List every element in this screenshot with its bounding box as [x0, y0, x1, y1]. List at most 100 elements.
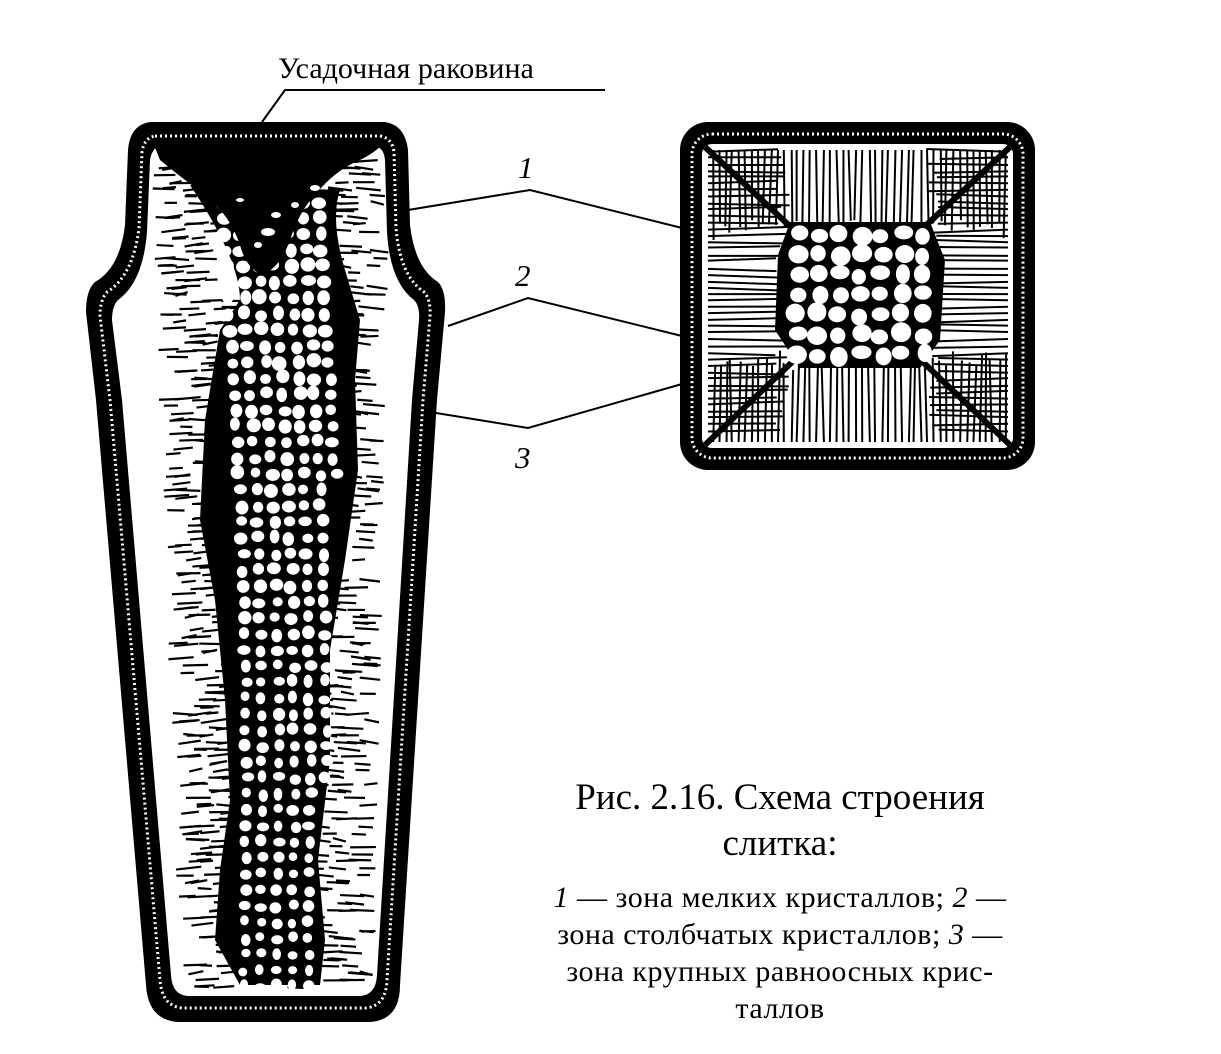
columnar-crystal [213, 306, 236, 311]
equiaxed-crystal [236, 260, 251, 274]
equiaxed-crystal [269, 578, 284, 591]
equiaxed-crystal [241, 852, 252, 865]
shrinkage-cavity-bubbles [236, 185, 320, 248]
columnar-crystal [162, 326, 187, 330]
columnar-crystal [724, 149, 728, 227]
equiaxed-crystal [241, 677, 253, 688]
equiaxed-crystal [284, 258, 300, 274]
columnar-crystal [881, 357, 886, 443]
columnar-crystal [874, 149, 877, 229]
columnar-crystal [932, 422, 1009, 427]
columnar-crystal [187, 754, 202, 758]
equiaxed-crystal [255, 275, 267, 287]
equiaxed-crystal [788, 245, 809, 264]
equiaxed-crystal [284, 547, 297, 559]
equiaxed-crystal [216, 227, 232, 243]
equiaxed-crystal [243, 370, 256, 385]
equiaxed-crystal [315, 258, 330, 272]
equiaxed-crystal [282, 482, 296, 496]
columnar-crystal [928, 345, 1009, 349]
equiaxed-crystal [235, 500, 249, 515]
columnar-crystal [179, 438, 204, 442]
columnar-crystal [168, 656, 194, 661]
equiaxed-crystal [271, 918, 283, 930]
equiaxed-crystal [236, 565, 248, 579]
equiaxed-crystal [807, 326, 828, 345]
equiaxed-crystal [220, 275, 233, 288]
columnar-crystal [359, 970, 373, 977]
columnar-crystal [356, 410, 380, 416]
equiaxed-crystal [875, 347, 892, 366]
equiaxed-crystal [255, 867, 267, 878]
equiaxed-crystal [319, 610, 333, 624]
columnar-crystal [178, 718, 200, 723]
columnar-crystal [707, 267, 777, 273]
columnar-crystal [352, 615, 368, 619]
columnar-crystal [169, 466, 183, 470]
equiaxed-crystal [269, 291, 282, 304]
columnar-crystal [335, 181, 349, 185]
equiaxed-crystal [273, 787, 283, 801]
equiaxed-crystal [790, 266, 810, 283]
equiaxed-crystal [301, 644, 314, 658]
columnar-crystal [828, 365, 833, 443]
equiaxed-crystal [240, 979, 249, 990]
equiaxed-crystal [274, 723, 286, 736]
equiaxed-crystal [222, 308, 234, 322]
equiaxed-crystal [874, 246, 893, 263]
columnar-crystal [165, 474, 191, 478]
equiaxed-crystal [303, 867, 315, 877]
columnar-crystal [923, 362, 929, 443]
columnar-crystal [930, 384, 1009, 389]
columnar-crystal [707, 193, 790, 198]
columnar-crystal [191, 921, 214, 927]
columnar-crystal [357, 398, 373, 402]
equiaxed-crystal [320, 673, 330, 687]
columnar-crystal [158, 347, 179, 352]
equiaxed-crystal [852, 324, 872, 343]
equiaxed-crystal [250, 467, 261, 478]
equiaxed-crystal [297, 466, 311, 479]
equiaxed-crystal [316, 226, 327, 241]
equiaxed-crystal [240, 659, 251, 673]
equiaxed-crystal [240, 340, 254, 351]
equiaxed-crystal [830, 265, 850, 280]
equiaxed-crystal [285, 243, 297, 258]
equiaxed-crystal [246, 418, 261, 433]
columnar-crystal [808, 149, 811, 230]
equiaxed-crystal [287, 293, 300, 305]
equiaxed-crystal [316, 513, 330, 527]
equiaxed-crystal [252, 501, 264, 513]
equiaxed-crystal [257, 851, 269, 862]
columnar-crystal [179, 307, 200, 311]
columnar-crystal [161, 227, 186, 234]
columnar-crystal [184, 242, 203, 248]
equiaxed-crystal [321, 340, 334, 352]
columnar-crystal [359, 676, 381, 681]
columnar-crystal [984, 149, 989, 225]
equiaxed-crystal [791, 225, 809, 241]
equiaxed-crystal [240, 691, 250, 702]
legend-num3: 3 [948, 918, 965, 951]
equiaxed-crystal [240, 707, 250, 719]
equiaxed-crystal [312, 498, 326, 511]
columnar-crystal [174, 642, 199, 647]
equiaxed-crystal [281, 468, 294, 482]
equiaxed-crystal [812, 286, 829, 305]
columnar-crystal [188, 635, 211, 639]
equiaxed-crystal [810, 228, 829, 243]
equiaxed-crystal [255, 834, 267, 847]
equiaxed-crystal [257, 770, 267, 783]
columnar-crystal [339, 950, 363, 955]
columnar-crystal [200, 706, 214, 709]
equiaxed-crystal [264, 436, 276, 448]
columnar-crystal [337, 788, 352, 793]
equiaxed-crystal [252, 563, 265, 575]
equiaxed-crystal [305, 787, 318, 798]
equiaxed-crystal [266, 501, 280, 514]
columnar-crystal [183, 963, 208, 967]
columnar-crystal [167, 544, 182, 549]
columnar-crystal [196, 802, 212, 806]
columnar-crystal [355, 627, 379, 631]
columnar-crystal [370, 200, 385, 206]
